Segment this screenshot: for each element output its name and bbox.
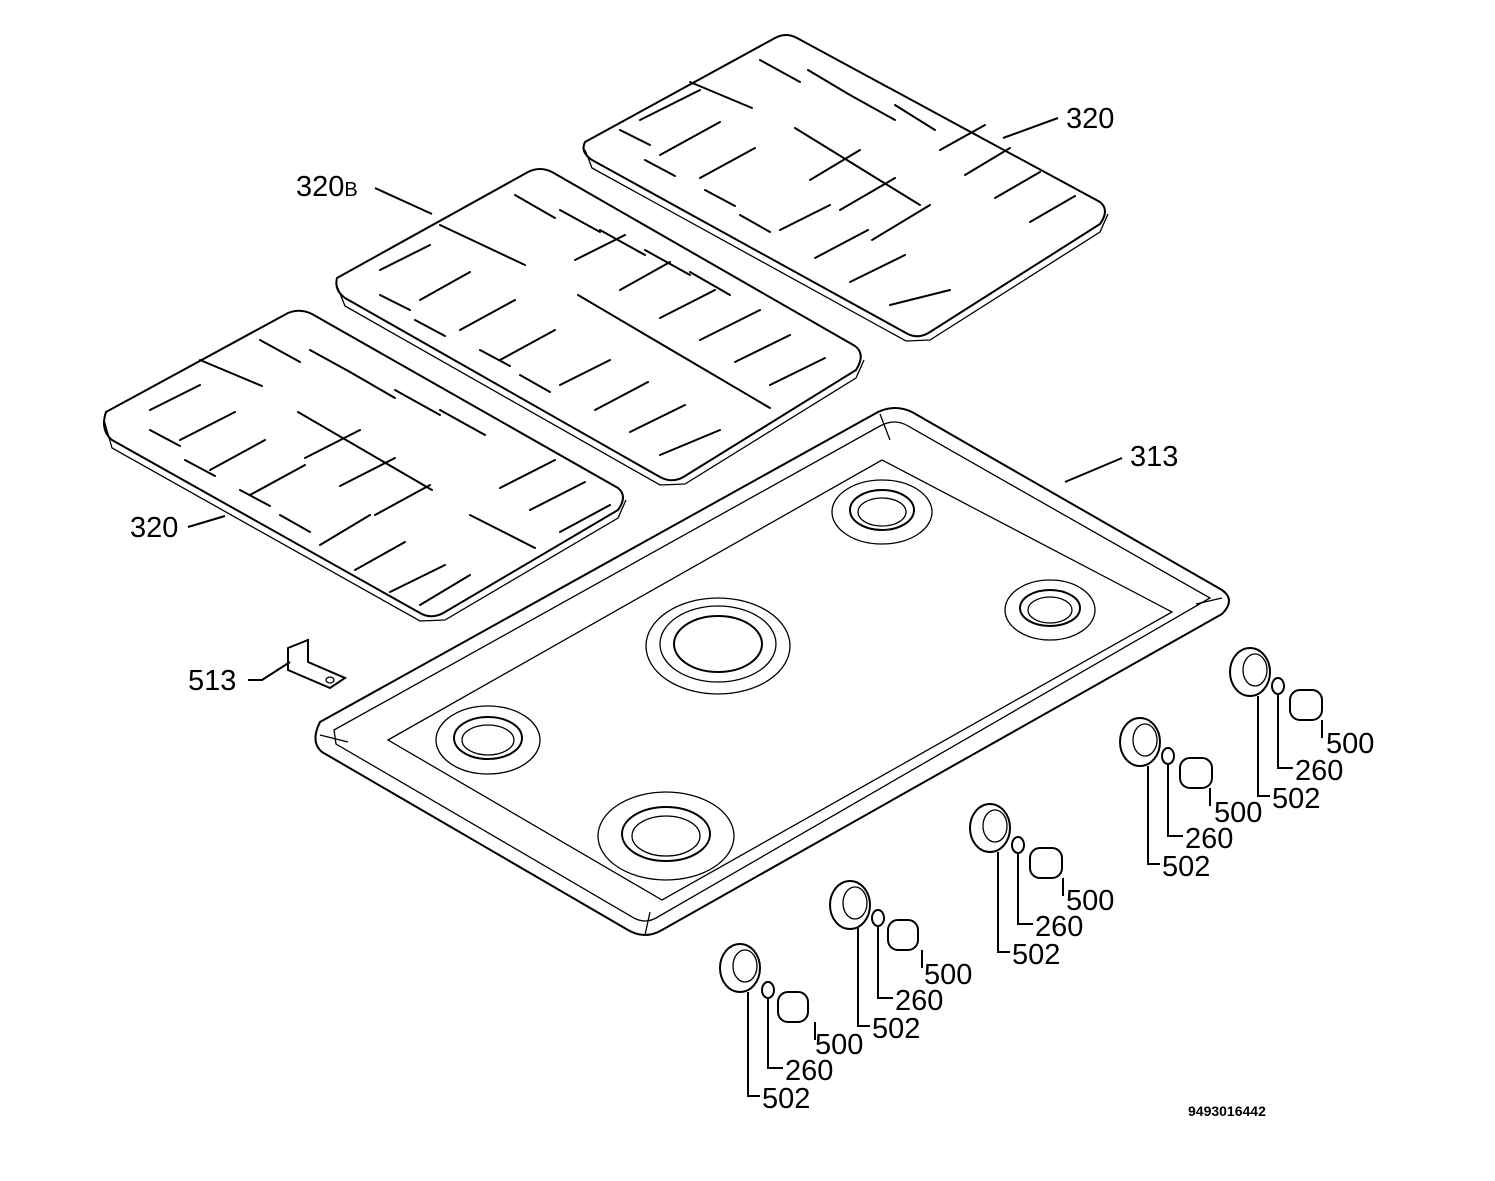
callout-bezel-1: 502 (762, 1083, 810, 1115)
callout-spring-5: 260 (1295, 755, 1343, 787)
callout-bezel-5: 502 (1272, 783, 1320, 815)
callout-spring-3: 260 (1035, 911, 1083, 943)
knob-assembly-3 (969, 803, 1063, 879)
callout-grate-center: 320B (296, 171, 358, 203)
burner-ring-left (435, 705, 541, 775)
burner-ring-right (1004, 579, 1096, 641)
callout-knob-4: 500 (1214, 797, 1262, 829)
burner-ring-top-right (831, 479, 933, 545)
knob-assembly-5 (1229, 647, 1323, 721)
knob-assembly-2 (829, 880, 919, 951)
callout-spring-4: 260 (1185, 823, 1233, 855)
callout-hob-top: 313 (1130, 441, 1178, 473)
hob-top-panel (314, 407, 1230, 936)
pan-support-grate-right (582, 34, 1109, 342)
knob-assembly-1 (719, 943, 809, 1023)
callout-spring-2: 260 (895, 985, 943, 1017)
knob-assembly-4 (1119, 717, 1213, 789)
pan-support-grate-center (335, 168, 865, 486)
callout-bezel-3: 502 (1012, 939, 1060, 971)
callout-bracket: 513 (188, 665, 236, 697)
callout-labels: 320 320B 320 313 513 500 260 502 500 260… (130, 103, 1374, 1119)
pan-support-grate-left (103, 309, 627, 622)
callout-bezel-4: 502 (1162, 851, 1210, 883)
callout-spring-1: 260 (785, 1055, 833, 1087)
callout-knob-1: 500 (815, 1029, 863, 1061)
callout-grate-right: 320 (1066, 103, 1114, 135)
callout-knob-2: 500 (924, 959, 972, 991)
callout-knob-5: 500 (1326, 728, 1374, 760)
leader-lines (187, 117, 1323, 1097)
callout-grate-left: 320 (130, 512, 178, 544)
callout-knob-3: 500 (1066, 885, 1114, 917)
burner-ring-center-large (645, 597, 791, 695)
callout-bezel-2: 502 (872, 1013, 920, 1045)
burner-ring-bottom (597, 791, 735, 881)
document-number: 9493016442 (1188, 1103, 1266, 1119)
mounting-bracket (287, 638, 348, 690)
